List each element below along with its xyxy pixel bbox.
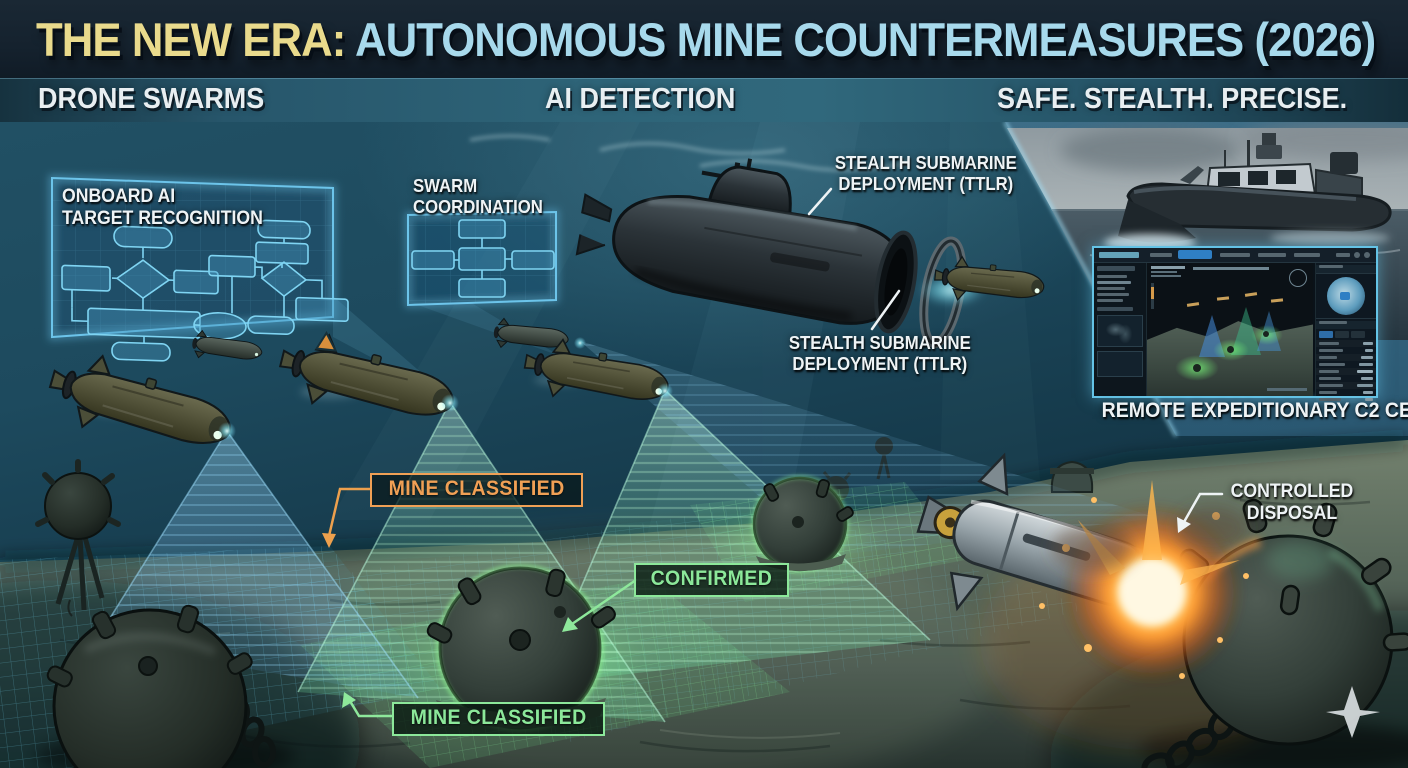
c2-caption: REMOTE EXPEDITIONARY C2 CENTER: [1101, 399, 1408, 422]
confirmed-mine: [714, 475, 886, 574]
c2-thumbnail-2: [1097, 351, 1143, 377]
c2-right-panel: [1315, 263, 1376, 401]
c2-menubar: [1094, 248, 1376, 263]
auv-1: [40, 343, 241, 468]
moored-mine-left: [35, 604, 295, 768]
subheader-tagline: SAFE. STEALTH. PRECISE.: [997, 83, 1348, 115]
explosion: [1039, 480, 1249, 684]
mine-classified-tag-upper: MINE CLASSIFIED: [370, 473, 584, 507]
leader-lines: [322, 187, 1224, 718]
flowchart-swarm: [411, 219, 555, 298]
c2-sidebar: [1094, 263, 1147, 396]
subheader-ai-detection: AI DETECTION: [545, 83, 736, 115]
confirmed-tag: CONFIRMED: [634, 563, 789, 597]
c2-data-rows: [1316, 340, 1376, 403]
tripod-mine: [35, 459, 121, 617]
c2-compass: [1289, 269, 1307, 287]
surface-ripples: [469, 134, 911, 172]
c2-active-tab: [1178, 250, 1212, 259]
auv-3-orange-fin: [314, 331, 338, 352]
c2-screen: [1092, 246, 1378, 401]
mine-classified-tag-lower: MINE CLASSIFIED: [392, 702, 606, 736]
c2-button-active: [1319, 331, 1333, 338]
surface-boat: [1104, 133, 1392, 252]
page-title: THE NEW ERA: AUTONOMOUS MINE COUNTERMEAS…: [36, 14, 1408, 66]
title-main: AUTONOMOUS MINE COUNTERMEASURES (2026): [345, 13, 1376, 66]
submarine: [575, 158, 967, 349]
header: THE NEW ERA: AUTONOMOUS MINE COUNTERMEAS…: [0, 0, 1408, 78]
subheader-drone-swarms: DRONE SWARMS: [38, 83, 265, 115]
c2-sonar-display: [1316, 274, 1376, 319]
flowchart-onboard-ai: [61, 219, 349, 362]
title-prefix: THE NEW ERA:: [36, 13, 346, 66]
sparkle-icon: [1326, 686, 1380, 738]
c2-map-thumbnail: [1097, 315, 1143, 347]
disposal-scene: [916, 452, 1408, 768]
subheader-bar: DRONE SWARMS AI DETECTION SAFE. STEALTH.…: [0, 78, 1408, 124]
c2-viewport: [1147, 263, 1313, 396]
